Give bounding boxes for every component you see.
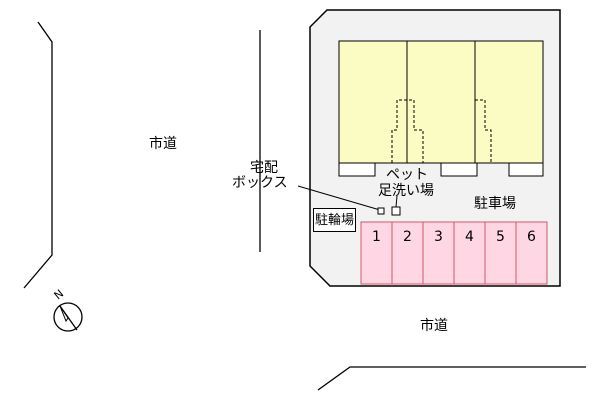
parking-space xyxy=(360,221,393,285)
parking-space-number: 2 xyxy=(403,229,412,245)
balcony-1 xyxy=(338,162,376,177)
balcony-3 xyxy=(508,162,544,177)
delivery-box-marker xyxy=(377,207,385,215)
delivery-box-label-line2: ボックス xyxy=(232,175,288,191)
parking-space xyxy=(453,221,486,285)
north-arrow-icon xyxy=(53,302,83,332)
bottom-road-label: 市道 xyxy=(420,318,448,334)
north-label: N xyxy=(52,287,67,302)
left-road-edge xyxy=(23,21,53,289)
building-unit-1 xyxy=(338,40,408,164)
balcony-2 xyxy=(440,162,478,177)
parking-space-number: 6 xyxy=(527,229,536,245)
bottom-road-edge xyxy=(317,366,586,391)
parking-area xyxy=(360,221,548,285)
pet-wash-label-line2: 足洗い場 xyxy=(378,183,434,199)
pet-wash-marker xyxy=(391,206,401,216)
building-unit-3 xyxy=(474,40,544,164)
stair-outline-right xyxy=(475,99,492,163)
parking-space xyxy=(391,221,424,285)
delivery-box-label-line1: 宅配 xyxy=(250,160,278,176)
parking-space-number: 5 xyxy=(496,229,505,245)
pet-wash-label-line1: ペット xyxy=(386,167,428,183)
parking-space xyxy=(515,221,548,285)
building-unit-2 xyxy=(406,40,476,164)
pet-wash-leader xyxy=(395,195,398,208)
parking-label: 駐車場 xyxy=(474,196,516,212)
delivery-box-leader xyxy=(297,185,381,211)
building xyxy=(338,40,544,177)
parking-space-number: 1 xyxy=(372,229,381,245)
bicycle-parking: 駐輪場 xyxy=(313,208,356,232)
parking-space xyxy=(484,221,517,285)
parking-space-number: 3 xyxy=(434,229,443,245)
parking-space-number: 4 xyxy=(465,229,474,245)
left-road-label: 市道 xyxy=(149,136,177,152)
stair-outline-left xyxy=(391,99,424,163)
